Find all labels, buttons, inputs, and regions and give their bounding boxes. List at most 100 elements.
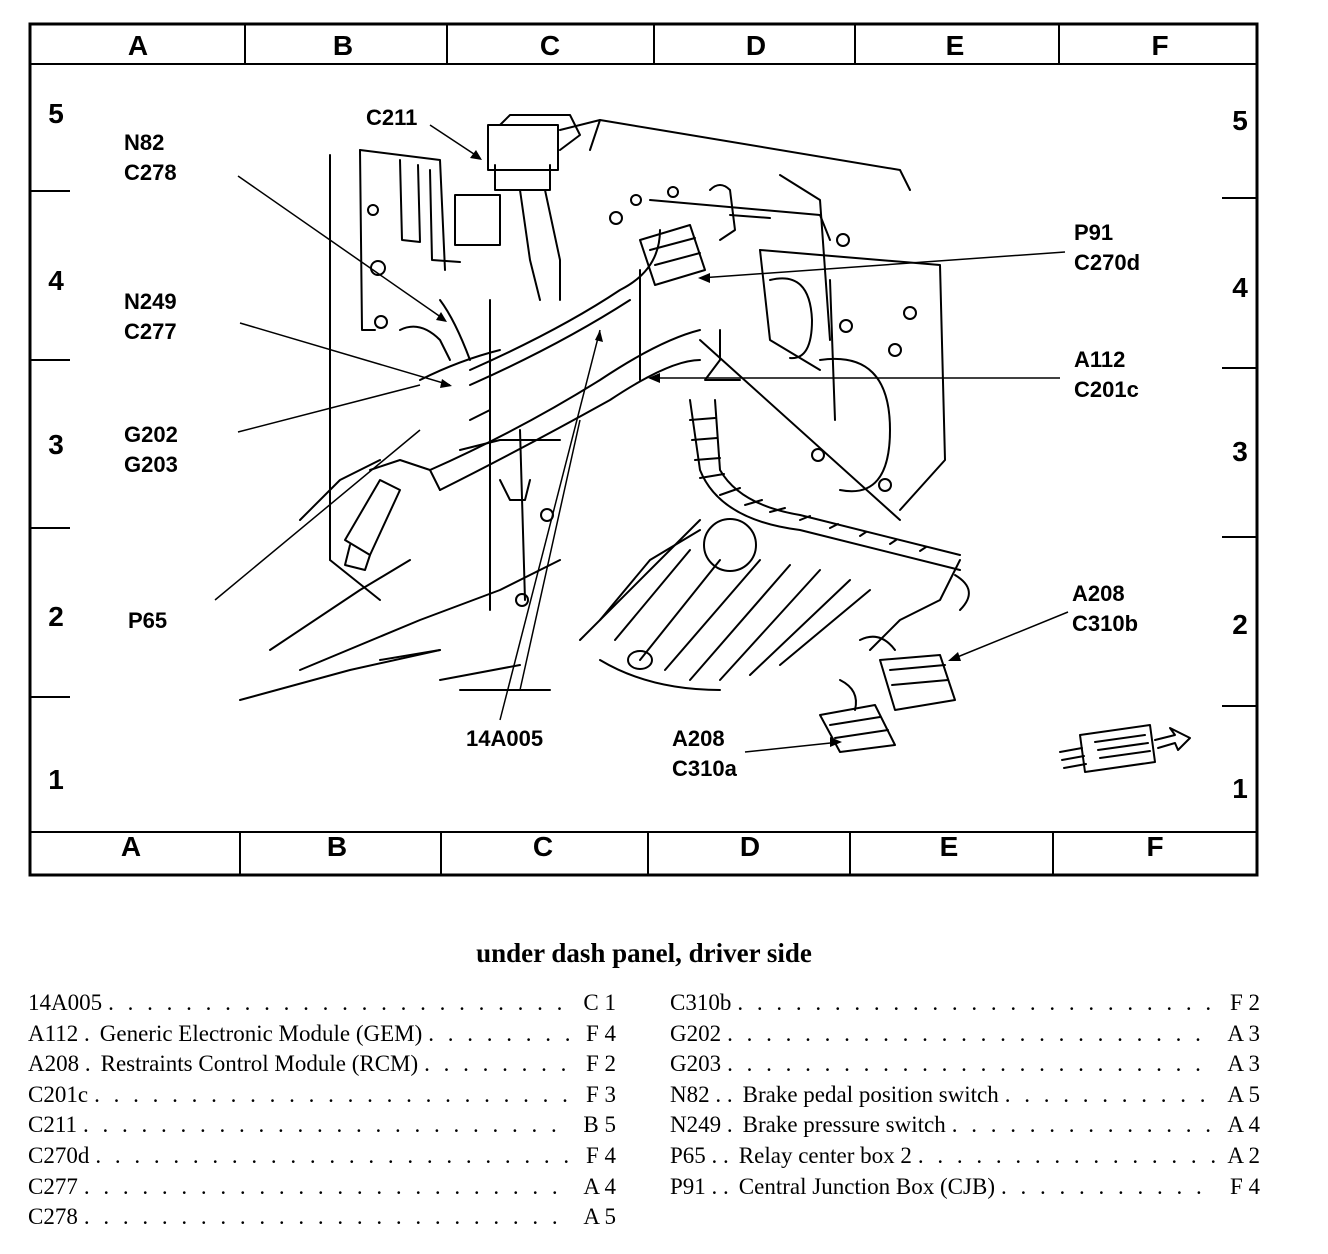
row-label-right-1: 1 <box>1232 773 1248 804</box>
column-label-top-d: D <box>745 30 767 61</box>
legend-row: C201c F 3 <box>28 1080 616 1111</box>
legend-description: Generic Electronic Module (GEM) <box>99 1020 423 1046</box>
callout-a112-c201c: A112 C201c <box>1074 347 1139 402</box>
legend-leader-dots <box>95 1141 572 1172</box>
row-label-left-3: 3 <box>48 429 64 460</box>
legend-leader-dots <box>424 1049 572 1080</box>
legend-grid-location: C 1 <box>583 990 616 1015</box>
legend-description: Central Junction Box (CJB) <box>738 1173 995 1199</box>
column-label-top-b: B <box>332 30 354 61</box>
legend-grid-location: A 4 <box>583 1173 616 1199</box>
legend-leader-dots <box>952 1110 1216 1141</box>
legend-grid-location: A 4 <box>1227 1112 1260 1138</box>
legend-leader-dots <box>84 1202 572 1233</box>
column-label-bottom-e: E <box>939 831 959 862</box>
callout-n82-c278: N82 C278 <box>124 130 177 185</box>
legend-leader-dots <box>918 1141 1216 1172</box>
callout-a208-c310a: A208 C310a <box>672 726 737 781</box>
legend-row: C270d F 4 <box>28 1141 616 1172</box>
legend-code: N249 . <box>670 1112 733 1138</box>
row-label-right-2: 2 <box>1232 609 1248 640</box>
legend-code: A112 . <box>28 1020 90 1046</box>
legend-leader-dots <box>1005 1080 1216 1111</box>
legend-leader-dots <box>428 1019 572 1050</box>
legend-row: N249 . Brake pressure switch A 4 <box>670 1110 1260 1141</box>
legend-code: C201c <box>28 1081 89 1107</box>
callout-c211: C211 <box>366 105 418 130</box>
row-label-left-1: 1 <box>48 764 64 795</box>
legend-description: Restraints Control Module (RCM) <box>100 1051 419 1077</box>
row-label-right-4: 4 <box>1232 272 1248 303</box>
column-label-bottom-a: A <box>120 831 142 862</box>
legend-description: Brake pedal position switch <box>742 1081 999 1107</box>
component-legend-left: 14A005 C 1 A112 . Generic Electronic Module… <box>28 988 616 1233</box>
legend-leader-dots <box>83 1110 572 1141</box>
legend-row: C278 A 5 <box>28 1202 616 1233</box>
column-label-top-f: F <box>1151 30 1169 61</box>
legend-grid-location: F 4 <box>585 1020 616 1046</box>
column-label-top-a: A <box>127 30 149 61</box>
diagram-caption: under dash panel, driver side <box>476 938 812 968</box>
legend-row: A208 .Restraints Control Module (RCM)F 2 <box>28 1049 616 1080</box>
callout-14a005: 14A005 <box>466 726 544 751</box>
column-label-top-c: C <box>539 30 561 61</box>
legend-description: Relay center box 2 <box>738 1142 912 1168</box>
legend-row: A112 . Generic Electronic Module (GEM) F 4 <box>28 1019 616 1050</box>
legend-leader-dots <box>727 1049 1216 1080</box>
legend-grid-location: A 3 <box>1227 1051 1260 1077</box>
legend-leader-dots <box>108 988 572 1019</box>
column-label-bottom-f: F <box>1146 831 1164 862</box>
legend-leader-dots <box>727 1019 1216 1050</box>
legend-code: P65 . . <box>670 1142 729 1168</box>
legend-code: C270d <box>28 1142 90 1168</box>
legend-code: 14A005 <box>28 990 103 1015</box>
under-dash-illustration <box>28 22 1259 877</box>
legend-code: C278 <box>28 1204 78 1230</box>
column-label-bottom-c: C <box>532 831 554 862</box>
callout-a208-c310b: A208 C310b <box>1072 581 1139 636</box>
legend-grid-location: F 3 <box>585 1081 616 1107</box>
row-label-left-4: 4 <box>48 265 64 296</box>
column-label-bottom-d: D <box>739 831 761 862</box>
legend-row: G202 A 3 <box>670 1019 1260 1050</box>
legend-grid-location: B 5 <box>583 1112 616 1138</box>
legend-leader-dots <box>737 988 1216 1019</box>
legend-row: N82 . . Brake pedal position switch A 5 <box>670 1080 1260 1111</box>
row-label-left-2: 2 <box>48 601 64 632</box>
legend-leader-dots <box>84 1172 572 1203</box>
legend-code: G202 <box>670 1020 722 1046</box>
callout-g202-g203: G202 G203 <box>124 422 178 477</box>
legend-code: C211 <box>28 1112 77 1138</box>
callout-p65: P65 <box>128 608 168 633</box>
legend-code: N82 . . <box>670 1081 733 1107</box>
legend-row: C211 B 5 <box>28 1110 616 1141</box>
legend-row: C310b F 2 <box>670 988 1260 1019</box>
legend-code: P91 . . <box>670 1173 729 1199</box>
legend-grid-location: F 4 <box>585 1142 616 1168</box>
legend-code: G203 <box>670 1051 722 1077</box>
component-legend-right: C310b F 2 G202 A 3 G203 A 3 N82 . . Brake pedal… <box>670 988 1260 1202</box>
legend-grid-location: A 5 <box>583 1204 616 1230</box>
legend-row: P65 . .Relay center box 2A 2 <box>670 1141 1260 1172</box>
legend-leader-dots <box>1001 1172 1216 1203</box>
legend-row: P91 . . Central Junction Box (CJB) F 4 <box>670 1172 1260 1203</box>
legend-grid-location: F 2 <box>1229 990 1260 1015</box>
legend-leader-dots <box>94 1080 572 1111</box>
row-label-left-5: 5 <box>48 98 64 129</box>
legend-grid-location: F 4 <box>1229 1173 1260 1199</box>
legend-grid-location: A 3 <box>1227 1020 1260 1046</box>
legend-description: Brake pressure switch <box>742 1112 946 1138</box>
legend-row: C277 A 4 <box>28 1172 616 1203</box>
legend-row: G203 A 3 <box>670 1049 1260 1080</box>
callout-p91-c270d: P91 C270d <box>1074 220 1141 275</box>
row-label-right-5: 5 <box>1232 105 1248 136</box>
legend-code: C277 <box>28 1173 78 1199</box>
legend-code: A208 . <box>28 1051 91 1077</box>
legend-row: 14A005 C 1 <box>28 988 616 1019</box>
column-label-top-e: E <box>945 30 965 61</box>
legend-code: C310b <box>670 990 732 1015</box>
callout-n249-c277: N249 C277 <box>124 289 177 344</box>
legend-grid-location: A 5 <box>1227 1081 1260 1107</box>
column-label-bottom-b: B <box>326 831 348 862</box>
